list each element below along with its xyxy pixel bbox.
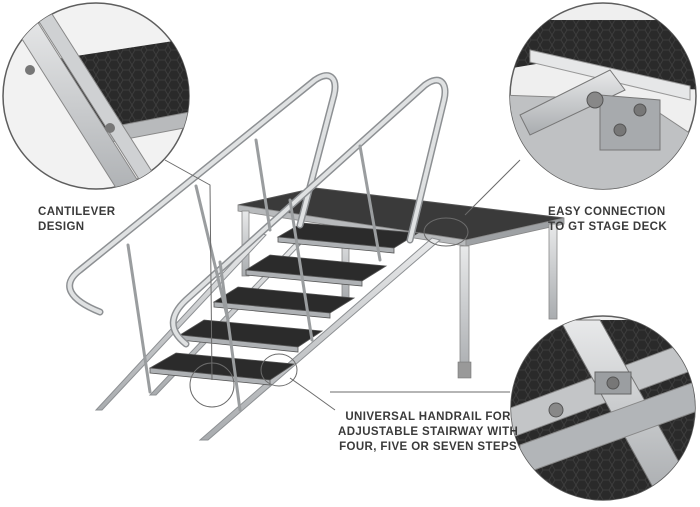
universal-handrail-label: UNIVERSAL HANDRAIL FOR ADJUSTABLE STAIRW… (338, 410, 518, 455)
handrail-clamp-detail (510, 315, 696, 501)
handrail-label-line-3: FOUR, FIVE OR SEVEN STEPS (339, 441, 518, 453)
cantilever-detail (2, 2, 190, 190)
connection-label-line-1: EASY CONNECTION (548, 206, 666, 218)
handrails (66, 72, 449, 412)
cantilever-design-label: CANTILEVER DESIGN (38, 205, 115, 235)
connection-label-line-2: TO GT STAGE DECK (548, 221, 668, 233)
handrail-label-line-2: ADJUSTABLE STAIRWAY WITH (338, 426, 519, 438)
deck-connection-detail (509, 2, 697, 190)
cantilever-label-line-2: DESIGN (38, 221, 85, 233)
leader-lines (164, 159, 521, 411)
handrail-label-line-1: UNIVERSAL HANDRAIL FOR (345, 411, 511, 423)
cantilever-label-line-1: CANTILEVER (38, 206, 116, 218)
easy-connection-label: EASY CONNECTION TO GT STAGE DECK (548, 205, 667, 235)
stair-treads (148, 222, 420, 386)
